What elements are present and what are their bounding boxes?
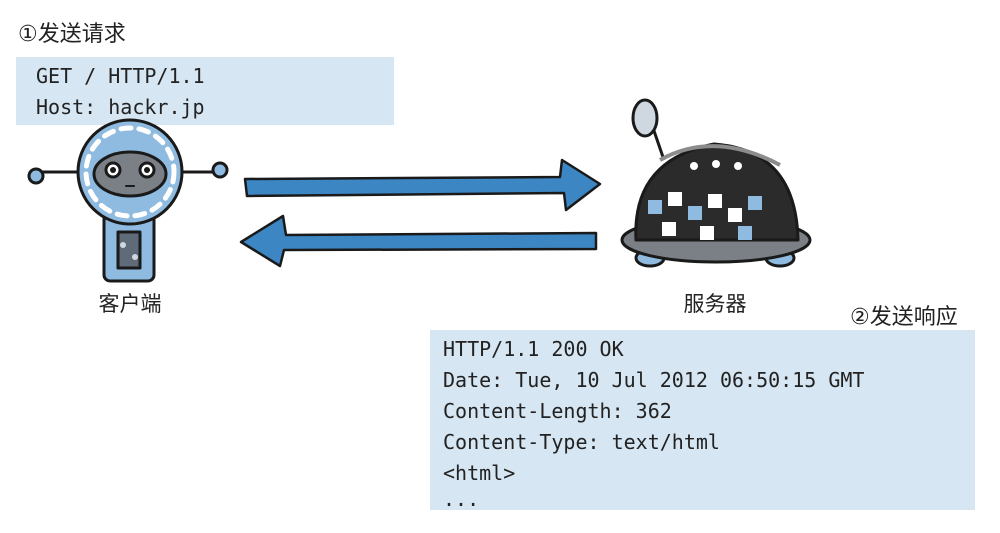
server-label: 服务器 (683, 292, 747, 316)
send-response-label: ②发送响应 (850, 305, 958, 330)
client-robot-icon (27, 118, 229, 283)
request-arrow-icon (243, 158, 602, 212)
response-content-length-header: Content-Length: 362 (443, 399, 672, 423)
response-ellipsis: ... (443, 487, 480, 511)
request-box: GET / HTTP/1.1 Host: hackr.jp (16, 57, 394, 125)
request-host-header: Host: hackr.jp (36, 95, 205, 119)
response-content-type-header: Content-Type: text/html (443, 430, 720, 454)
send-request-label: ①发送请求 (18, 22, 126, 47)
response-date-header: Date: Tue, 10 Jul 2012 06:50:15 GMT (443, 368, 865, 392)
response-status-line: HTTP/1.1 200 OK (443, 337, 624, 361)
response-arrow-icon (239, 214, 598, 268)
client-label: 客户端 (98, 292, 162, 316)
response-body-line: <html> (443, 461, 516, 485)
server-robot-icon (620, 98, 812, 268)
response-box: HTTP/1.1 200 OK Date: Tue, 10 Jul 2012 0… (430, 330, 975, 510)
request-line: GET / HTTP/1.1 (36, 64, 205, 88)
